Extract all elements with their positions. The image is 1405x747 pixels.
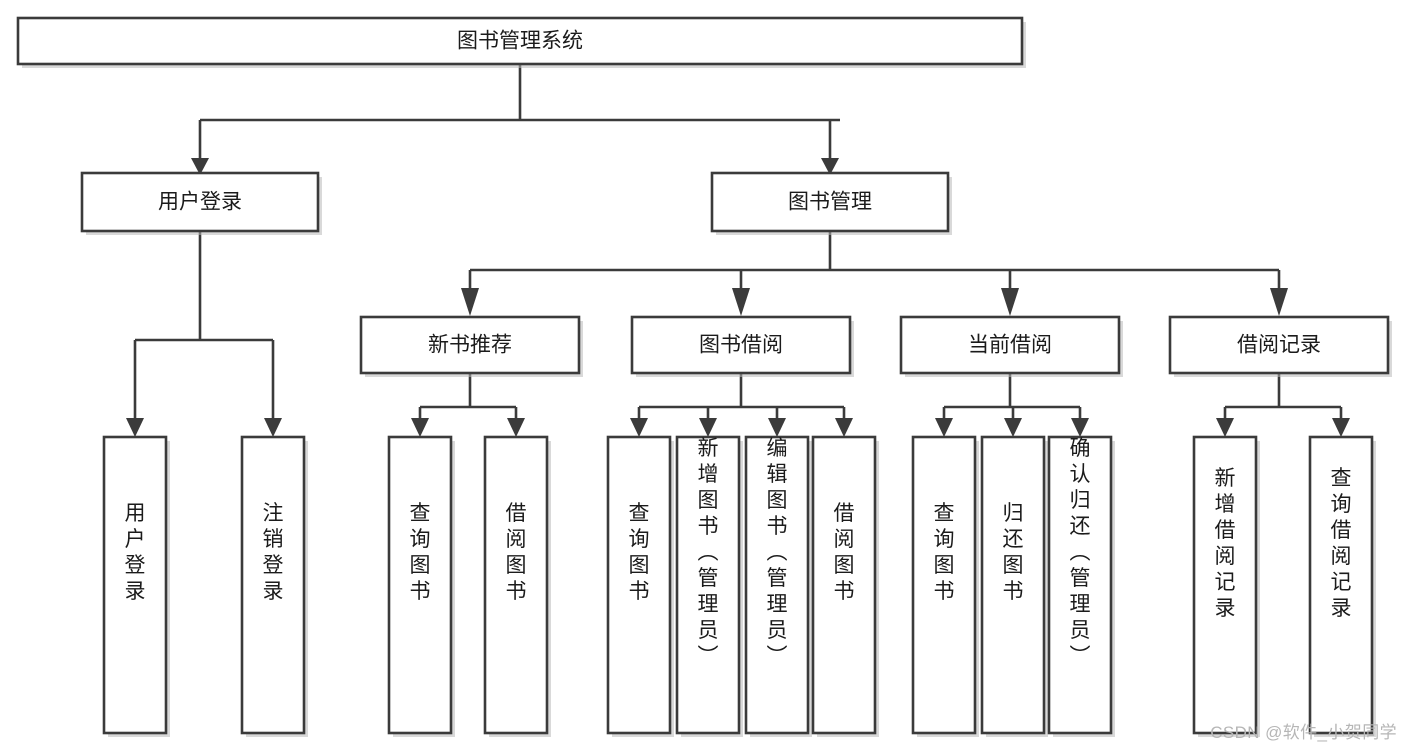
node-leaf-confirm-return-admin-label: 确认归还︵管理员︶ [1070, 437, 1091, 668]
arrow-to-borrow-record [1270, 288, 1288, 316]
node-leaf-user-login-box[interactable] [102, 435, 168, 735]
arrow-to-leaf-confirm-return-admin [1071, 418, 1089, 437]
node-leaf-user-login[interactable]: 用户登录 [102, 435, 170, 737]
node-leaf-confirm-return-admin[interactable]: 确认归还︵管理员︶ [1047, 435, 1115, 737]
node-leaf-add-borrow-record-label: 新增借阅记录 [1215, 467, 1236, 620]
node-book-management[interactable]: 图书管理 [710, 171, 952, 235]
node-leaf-borrow-book-2-label: 借阅图书 [834, 502, 855, 603]
connector-root-to-level2 [198, 64, 840, 158]
node-leaf-add-book-admin[interactable]: 新增图书︵管理员︶ [675, 435, 743, 737]
node-borrow-record-label: 借阅记录 [1237, 334, 1321, 357]
node-root-label: 图书管理系统 [457, 30, 583, 53]
node-leaf-user-login-label: 用户登录 [125, 502, 146, 603]
node-leaf-query-book-3-label: 查询图书 [934, 502, 955, 603]
node-borrow-record[interactable]: 借阅记录 [1168, 315, 1392, 377]
arrow-to-current-borrow [1001, 288, 1019, 316]
node-leaf-query-book-3-box[interactable] [911, 435, 977, 735]
node-root-box[interactable] [16, 16, 1024, 66]
node-leaf-borrow-book-2-box[interactable] [811, 435, 877, 735]
connector-borrow-record-to-leaves [1223, 373, 1343, 420]
node-leaf-query-book-2-label: 查询图书 [629, 502, 650, 603]
arrow-to-leaf-user-login [126, 418, 144, 437]
node-leaf-add-book-admin-label: 新增图书︵管理员︶ [698, 437, 719, 668]
node-leaf-return-book[interactable]: 归还图书 [980, 435, 1048, 737]
arrow-to-leaf-borrow-book-2 [835, 418, 853, 437]
node-leaf-borrow-book-1-box[interactable] [483, 435, 549, 735]
node-leaf-query-borrow-record-label: 查询借阅记录 [1331, 467, 1352, 620]
connector-book-management-to-level3 [468, 231, 1281, 290]
node-leaf-query-book-1[interactable]: 查询图书 [387, 435, 455, 737]
connectors-layer [126, 64, 1350, 437]
arrow-to-leaf-return-book [1004, 418, 1022, 437]
node-leaf-return-book-label: 归还图书 [1003, 502, 1024, 603]
arrow-to-leaf-add-borrow-record [1216, 418, 1234, 437]
arrow-to-leaf-logout [264, 418, 282, 437]
node-leaf-query-book-1-label: 查询图书 [410, 502, 431, 603]
node-book-borrow-label: 图书借阅 [699, 334, 783, 357]
csdn-watermark: CSDN @软件_小贺同学 [1210, 723, 1397, 742]
arrow-to-leaf-borrow-book-1 [507, 418, 525, 437]
arrow-to-leaf-edit-book-admin [768, 418, 786, 437]
node-leaf-edit-book-admin-box[interactable] [744, 435, 810, 735]
arrow-to-leaf-query-book-2 [630, 418, 648, 437]
node-leaf-edit-book-admin[interactable]: 编辑图书︵管理员︶ [744, 435, 812, 737]
connector-current-borrow-to-leaves [942, 373, 1082, 420]
node-new-book-recommend-label: 新书推荐 [428, 334, 512, 357]
node-user-login[interactable]: 用户登录 [80, 171, 322, 235]
node-user-login-label: 用户登录 [158, 191, 242, 214]
node-leaf-query-book-2-box[interactable] [606, 435, 672, 735]
node-leaf-add-borrow-record-box[interactable] [1192, 435, 1258, 735]
connector-book-borrow-to-leaves [637, 373, 846, 420]
node-leaf-borrow-book-2[interactable]: 借阅图书 [811, 435, 879, 737]
arrow-to-leaf-query-book-3 [935, 418, 953, 437]
node-leaf-query-book-1-box[interactable] [387, 435, 453, 735]
node-current-borrow[interactable]: 当前借阅 [899, 315, 1123, 377]
node-borrow-record-box[interactable] [1168, 315, 1390, 375]
arrow-to-new-book-recommend [461, 288, 479, 316]
node-user-login-box[interactable] [80, 171, 320, 233]
arrow-to-leaf-add-book-admin [699, 418, 717, 437]
node-leaf-logout-label: 注销登录 [263, 502, 284, 603]
node-leaf-query-book-3[interactable]: 查询图书 [911, 435, 979, 737]
arrow-to-book-borrow [732, 288, 750, 316]
node-book-management-box[interactable] [710, 171, 950, 233]
node-new-book-recommend[interactable]: 新书推荐 [359, 315, 583, 377]
arrow-to-leaf-query-book-1 [411, 418, 429, 437]
arrow-to-user-login [191, 158, 209, 175]
node-leaf-logout-box[interactable] [240, 435, 306, 735]
node-root[interactable]: 图书管理系统 [16, 16, 1026, 68]
node-leaf-borrow-book-1-label: 借阅图书 [506, 502, 527, 603]
arrow-to-leaf-query-borrow-record [1332, 418, 1350, 437]
node-leaf-query-borrow-record[interactable]: 查询借阅记录 [1308, 435, 1376, 737]
connector-new-book-recommend-to-leaves [418, 373, 518, 420]
node-leaf-query-book-2[interactable]: 查询图书 [606, 435, 674, 737]
node-current-borrow-box[interactable] [899, 315, 1121, 375]
node-leaf-confirm-return-admin-box[interactable] [1047, 435, 1113, 735]
node-leaf-query-borrow-record-box[interactable] [1308, 435, 1374, 735]
node-leaf-return-book-box[interactable] [980, 435, 1046, 735]
node-leaf-logout[interactable]: 注销登录 [240, 435, 308, 737]
node-book-borrow[interactable]: 图书借阅 [630, 315, 854, 377]
node-leaf-add-borrow-record[interactable]: 新增借阅记录 [1192, 435, 1260, 737]
node-new-book-recommend-box[interactable] [359, 315, 581, 375]
node-leaf-borrow-book-1[interactable]: 借阅图书 [483, 435, 551, 737]
arrow-to-book-management [821, 158, 839, 175]
node-leaf-add-book-admin-box[interactable] [675, 435, 741, 735]
connector-user-login-to-leaves [133, 231, 275, 420]
node-book-borrow-box[interactable] [630, 315, 852, 375]
node-leaf-edit-book-admin-label: 编辑图书︵管理员︶ [767, 437, 788, 668]
node-current-borrow-label: 当前借阅 [968, 334, 1052, 357]
node-book-management-label: 图书管理 [788, 191, 872, 214]
